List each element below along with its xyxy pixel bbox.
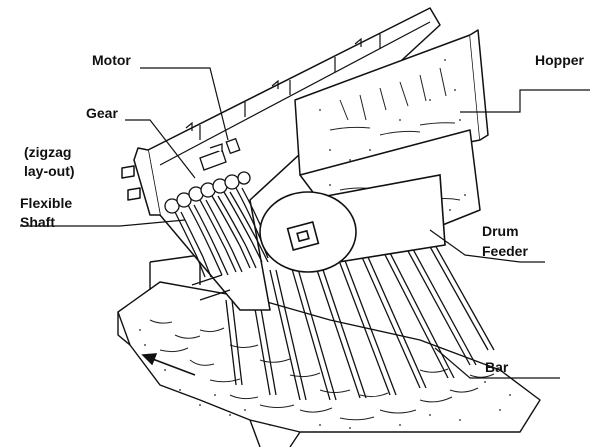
gear-row [164, 171, 251, 214]
housing-top-segments [159, 21, 431, 166]
bed-dots [139, 329, 511, 429]
motor-unit [199, 137, 241, 171]
leader-lines [20, 67, 590, 379]
drum-feeder-leader [429, 229, 545, 263]
gear-leader [125, 119, 196, 179]
label-gear: Gear [86, 105, 118, 121]
drum-feeder [259, 174, 446, 273]
flow-arrow [141, 353, 196, 376]
label-layout-line2: lay-out) [24, 163, 75, 179]
label-hopper: Hopper [535, 52, 585, 68]
label-layout-line1: (zigzag [24, 144, 71, 160]
chute-bed [117, 254, 541, 447]
label-motor: Motor [92, 52, 131, 68]
hopper-leader [460, 89, 590, 113]
label-bar: Bar [485, 359, 509, 375]
motor-leader [140, 67, 229, 141]
bar-leader [434, 347, 560, 379]
bars [225, 235, 495, 401]
label-flexible-line1: Flexible [20, 195, 72, 211]
label-drum-line1: Drum [482, 223, 519, 239]
flexible-shaft-leader [20, 219, 186, 227]
label-flexible-line2: Shaft [20, 214, 55, 230]
label-drum-line2: Feeder [482, 243, 528, 259]
